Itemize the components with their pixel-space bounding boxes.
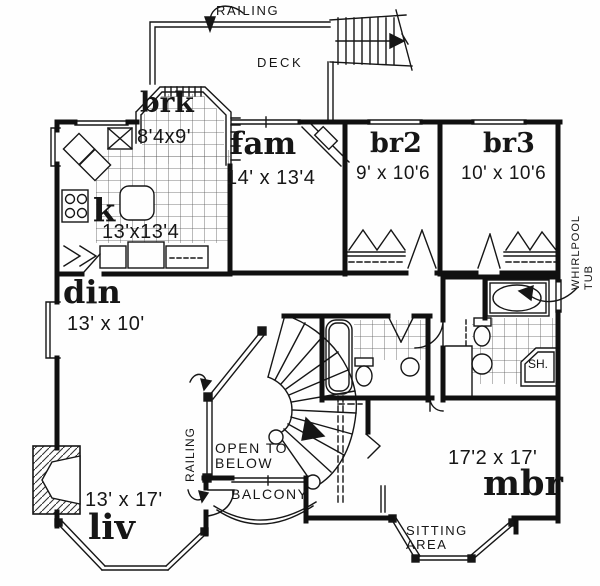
master-bath-door <box>414 319 444 349</box>
sitting-area-label: SITTING AREA <box>406 523 468 552</box>
kitchen-fixtures <box>61 127 209 269</box>
br3-window <box>471 119 527 125</box>
room-name-brk: brk <box>140 86 194 119</box>
windows <box>45 116 562 359</box>
room-name-fam: fam <box>230 126 297 162</box>
hall-bath-door <box>388 317 414 343</box>
balcony-label: BALCONY <box>231 486 309 502</box>
railing-top-label: RAILING <box>216 3 280 18</box>
stair-direction-arrow <box>301 416 326 441</box>
br2-door <box>407 229 437 269</box>
master-bathroom <box>414 279 559 397</box>
walls <box>54 119 563 537</box>
room-dims-fam: 14' x 13'4 <box>226 167 316 189</box>
room-name-mbr: mbr <box>483 463 563 504</box>
balcony-door <box>207 489 235 517</box>
whirlpool-tub-label: WHIRLPOOL TUB <box>570 214 596 290</box>
shower-stall <box>520 347 559 387</box>
deck-stairs-direction-arrow <box>389 32 406 50</box>
whirlpool-arrow <box>517 284 578 303</box>
master-bath-window <box>555 279 562 313</box>
room-dims-k: 13'x13'4 <box>102 221 180 243</box>
kitchen-left-window <box>50 127 61 167</box>
toilet <box>354 357 374 387</box>
kitchen-island <box>119 185 155 221</box>
sink <box>471 353 493 375</box>
room-name-k: k <box>93 191 116 229</box>
mbr-closet-door <box>365 433 382 459</box>
whirlpool-tub <box>486 279 550 317</box>
pantry-door <box>63 245 98 267</box>
mbr-balcony-window <box>380 485 386 513</box>
deck-label: DECK <box>257 55 304 70</box>
room-name-liv: liv <box>88 507 135 548</box>
liv-fireplace <box>32 445 81 515</box>
hall-bathroom <box>325 317 420 395</box>
kitchen-counter <box>63 241 209 269</box>
kitchen-corner-sink <box>62 132 112 182</box>
room-dims-din: 13' x 10' <box>67 313 145 335</box>
stair-outer-rail <box>284 314 358 488</box>
din-door <box>83 253 101 273</box>
room-dims-br3: 10' x 10'6 <box>461 163 547 184</box>
room-dims-br2: 9' x 10'6 <box>356 163 431 184</box>
kitchen-top-window <box>74 120 129 126</box>
balcony-structure <box>207 475 317 525</box>
vanity-counter <box>445 345 473 397</box>
room-dims-mbr: 17'2 x 17' <box>448 447 538 469</box>
br3-door <box>477 233 501 269</box>
mbr-closet <box>337 395 382 507</box>
bedroom-doors-closets <box>346 228 557 269</box>
curved-staircase <box>267 314 358 490</box>
breakfast-bay-window <box>135 86 241 168</box>
railing-top-arrow <box>204 5 244 34</box>
kitchen-stove <box>61 189 89 223</box>
br3-closet <box>503 251 557 257</box>
open-to-below-label: OPEN TO BELOW <box>215 440 289 471</box>
br2-window <box>367 119 423 125</box>
fam-deck-slider <box>231 116 301 128</box>
deck-stairs <box>329 9 413 71</box>
toilet <box>473 317 492 347</box>
room-dims-brk: 8'4x9' <box>137 126 192 148</box>
kitchen-dishwasher <box>107 127 133 150</box>
din-bay-window <box>45 301 61 359</box>
br2-closet <box>346 251 406 257</box>
stair-inner-rail <box>267 376 293 435</box>
room-name-br2: br2 <box>370 128 422 159</box>
room-name-din: din <box>63 273 121 311</box>
shower-label: SH. <box>528 357 549 371</box>
fam-fireplace <box>301 122 350 167</box>
room-name-br3: br3 <box>483 128 535 159</box>
deck-outline <box>149 21 334 121</box>
room-dims-liv: 13' x 17' <box>85 489 163 511</box>
sink <box>400 357 420 377</box>
railing-mid-label: RAILING <box>183 426 197 482</box>
